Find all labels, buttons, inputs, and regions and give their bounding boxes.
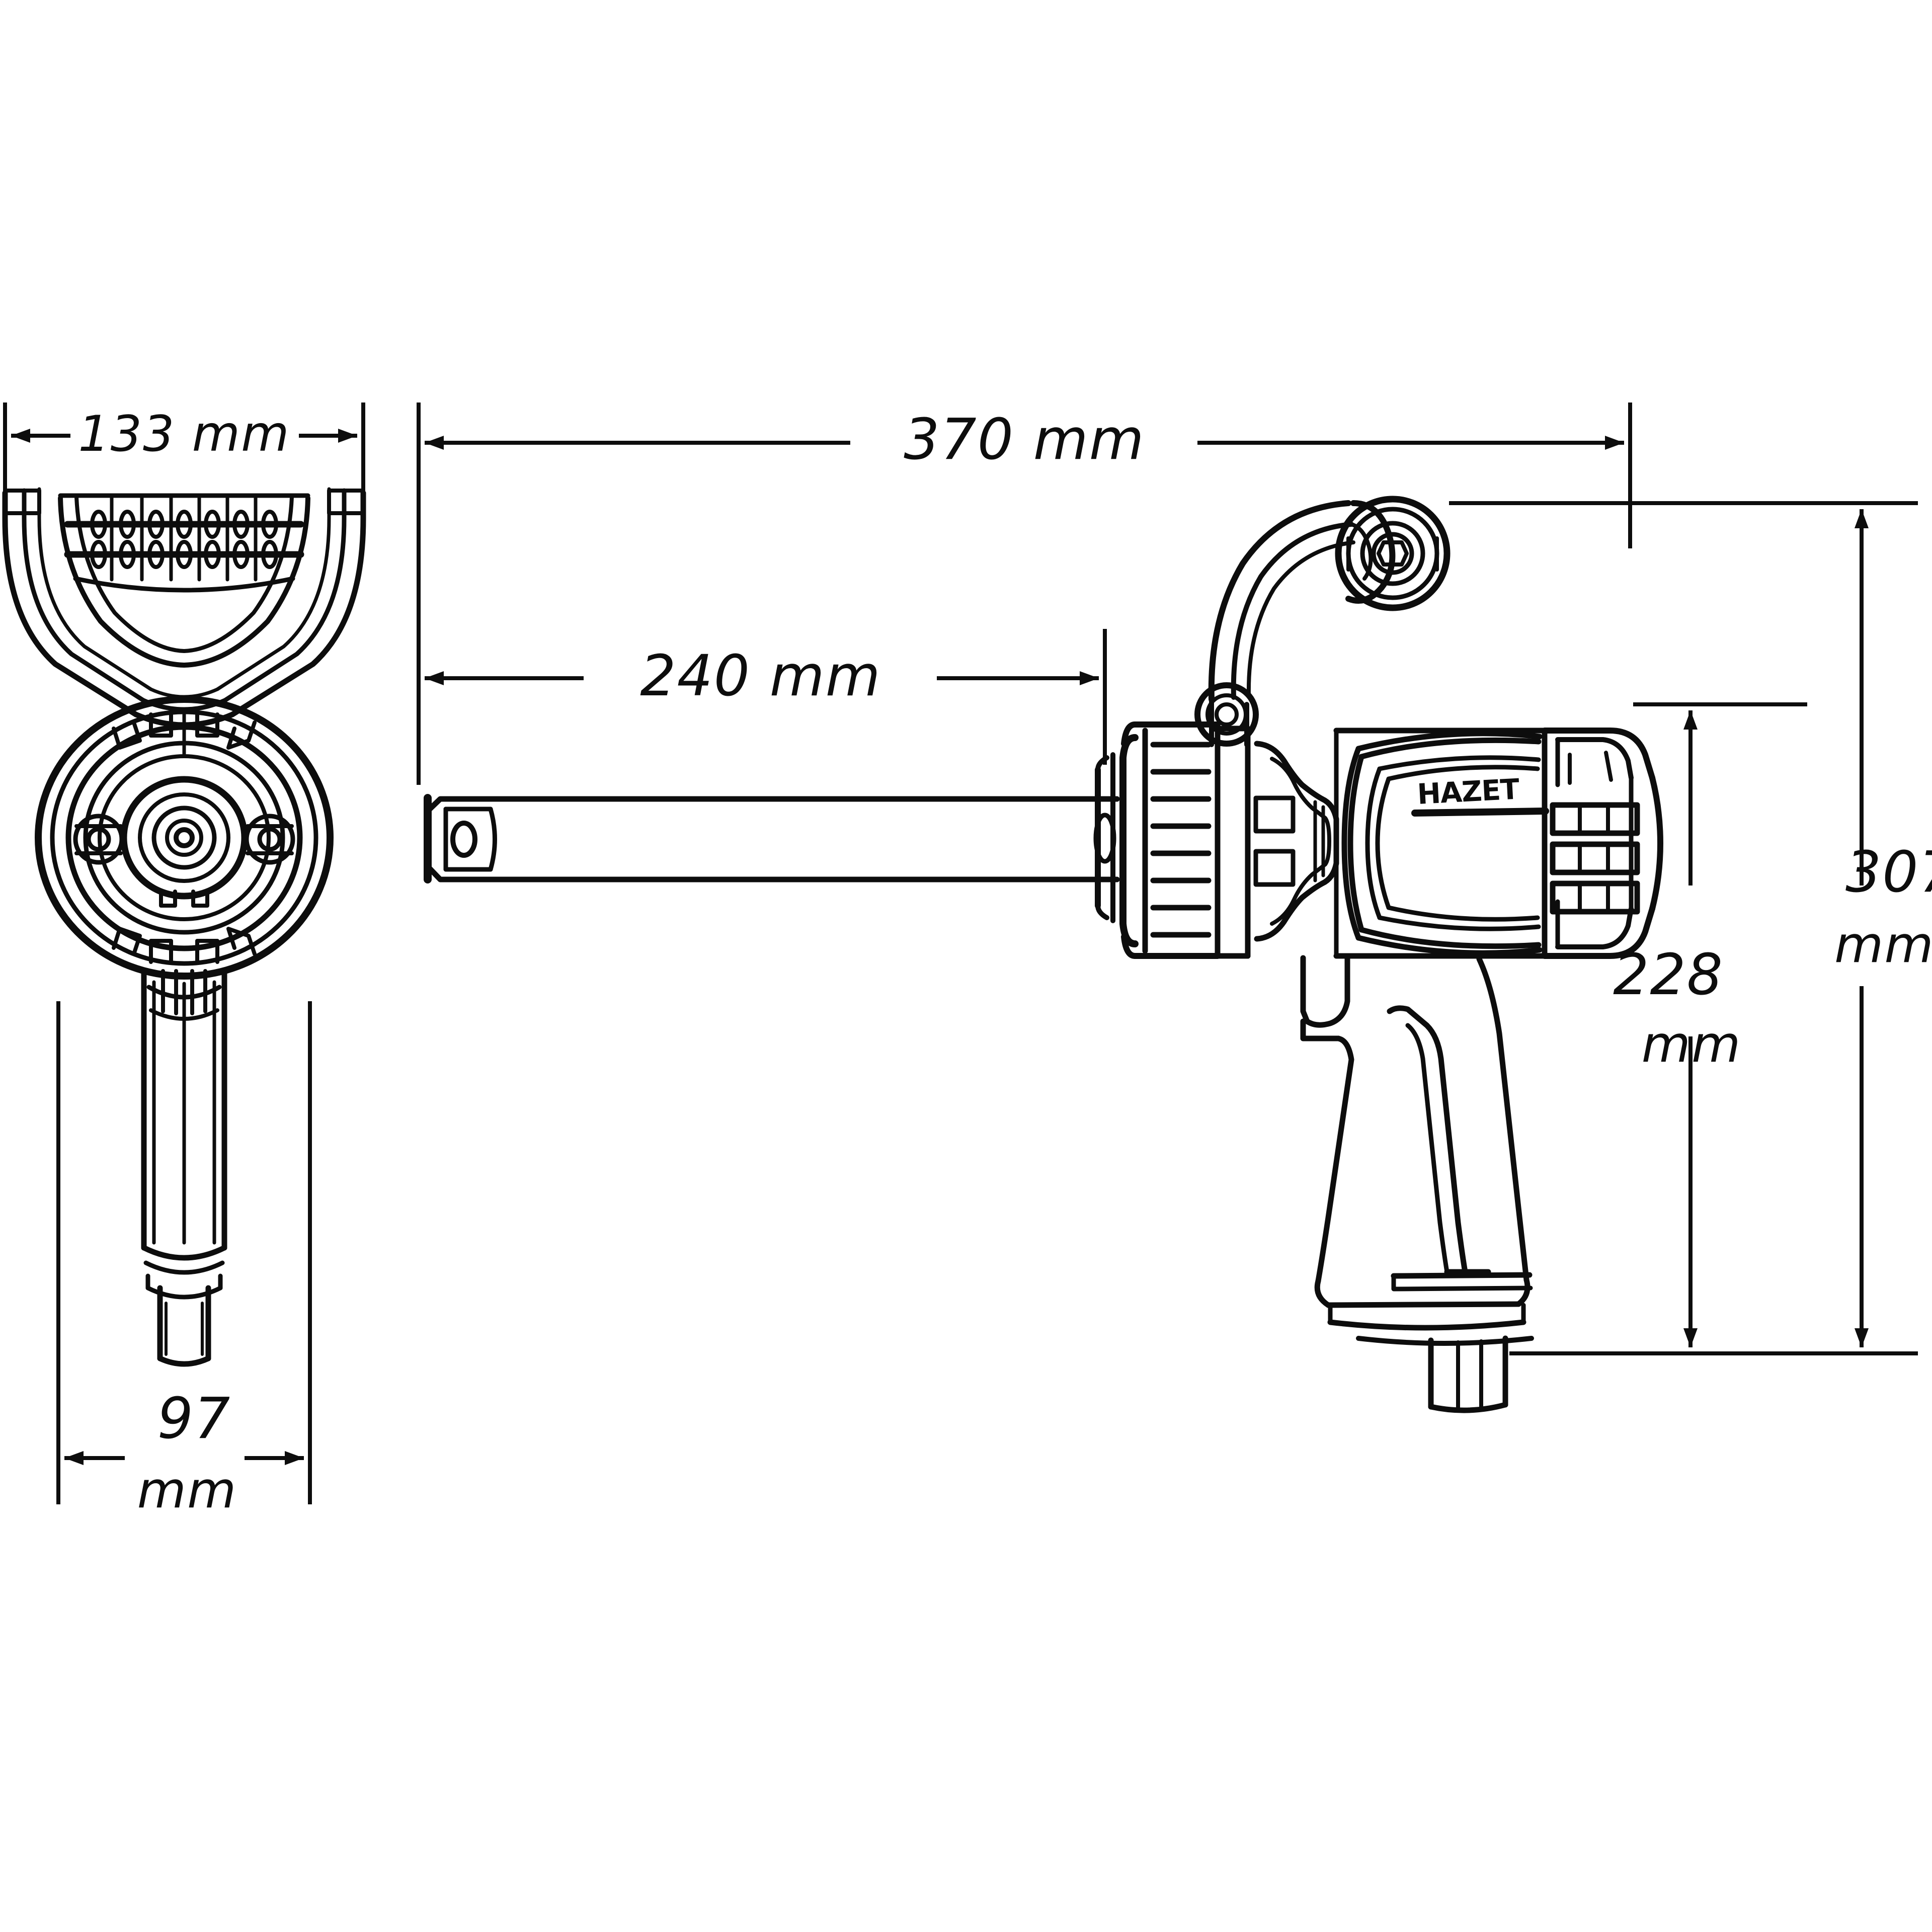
- dimension-240: [425, 629, 1107, 765]
- dimension-307: [1449, 501, 1918, 1355]
- dimension-97: [56, 1001, 312, 1504]
- side-view-group: HAZET: [1093, 496, 1663, 1413]
- dimension-label-228-unit: mm: [1642, 1015, 1742, 1074]
- dimension-228: [1633, 702, 1807, 1347]
- dimension-label-240: 240 mm: [640, 643, 881, 709]
- brand-name: HAZET: [1416, 773, 1520, 811]
- tool-body-housing: [1215, 726, 1663, 959]
- front-view-grip: [141, 968, 227, 1367]
- pistol-grip: [1300, 955, 1534, 1413]
- dimension-370: [417, 403, 1632, 785]
- dimension-label-307-value: 307: [1845, 840, 1932, 905]
- front-view-body-housing: [35, 696, 334, 980]
- brand-logo: HAZET: [1347, 737, 1549, 949]
- dimension-133: [3, 403, 365, 492]
- extension-bar-group: [424, 794, 1120, 883]
- dimension-label-228-value: 228: [1613, 942, 1724, 1008]
- dimension-label-370: 370 mm: [904, 407, 1145, 472]
- dimension-label-133: 133 mm: [78, 406, 290, 463]
- dimension-label-97-unit: mm: [137, 1461, 237, 1519]
- dimension-label-97-value: 97: [157, 1386, 231, 1452]
- hammer-case: [1093, 721, 1221, 959]
- front-view-top-bail: [2, 487, 366, 757]
- front-view-group: [2, 487, 366, 1367]
- dimension-label-307-unit: mm: [1834, 915, 1932, 974]
